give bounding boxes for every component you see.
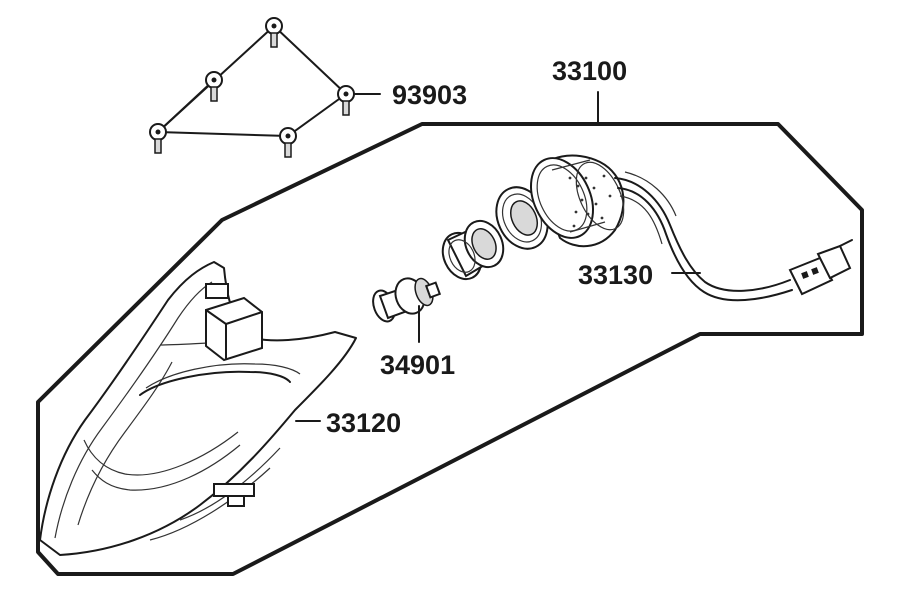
vent-dots xyxy=(568,174,612,228)
rear-shell xyxy=(530,154,625,248)
screw-group xyxy=(149,17,355,158)
lens-housing xyxy=(39,261,357,556)
part-label-33120: 33120 xyxy=(326,408,402,438)
assembly-boundary xyxy=(36,122,864,576)
part-label-93903: 93903 xyxy=(392,80,468,110)
screw-icon xyxy=(279,127,297,158)
screw-icon xyxy=(337,85,355,116)
part-label-34901: 34901 xyxy=(380,350,456,380)
screw-icon xyxy=(149,123,167,154)
part-label-33130: 33130 xyxy=(578,260,654,290)
part-label-33100: 33100 xyxy=(552,56,628,86)
wiring-harness xyxy=(614,171,853,302)
bulb xyxy=(372,277,442,323)
screw-icon xyxy=(205,71,223,102)
screw-icon xyxy=(265,17,283,48)
socket-ring xyxy=(441,219,505,281)
